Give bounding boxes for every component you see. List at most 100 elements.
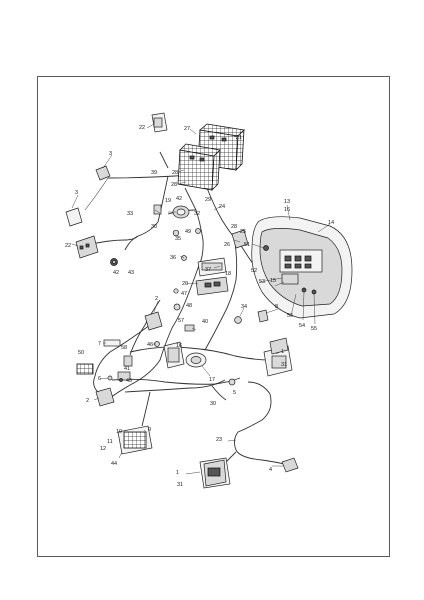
callout-label: 22 [139,125,145,131]
switch-25 [231,229,249,249]
callout-label: 20 [182,281,188,287]
callout-label: 37 [205,267,211,273]
flasher-58 [123,355,133,367]
callout-label: 55 [311,326,317,332]
callout-label: 30 [151,224,157,230]
callout-label: 42 [176,196,182,202]
connector-3-upper [95,165,111,181]
callout-label: 30 [210,401,216,407]
callout-label: 51 [244,242,250,248]
callout-label: 49 [185,229,191,235]
callout-label: 57 [178,318,184,324]
terminal-4 [281,457,299,473]
sensor-8 [257,309,269,323]
connector-6 [107,375,113,381]
callout-label: 5 [233,390,236,396]
fuse-41-45 [117,371,131,382]
grille-50 [76,363,94,375]
motor-controller-1-lower [199,457,231,489]
callout-label: 19 [165,198,171,204]
callout-label: 42 [113,270,119,276]
callout-label: 1 [176,470,179,476]
callout-label: 16 [176,343,182,349]
relay-7 [103,339,121,347]
callout-label: 15 [270,278,276,284]
callout-label: 12 [100,446,106,452]
fuse-box-22-top [151,112,168,133]
fuse-box-22-left [75,235,99,259]
ground-terminal-42-43 [110,258,118,266]
battery-pack-27 [177,143,221,192]
sensor-47 [173,288,179,294]
callout-label: 10 [116,429,122,435]
callout-label: 25 [240,229,246,235]
connector-2-mid [144,311,163,331]
callout-label: 31 [281,362,287,368]
callout-label: 36 [170,255,176,261]
sensor-35 [172,229,180,237]
callout-label: 1 [281,349,284,355]
callout-label: 28 [171,182,177,188]
steering-assembly-17 [185,352,207,368]
callout-numbers: 22 27 21 3 28 39 3 28 42 29 19 24 33 32 … [65,125,334,488]
control-unit-37-18 [197,257,227,277]
callout-label: 4 [269,467,272,473]
callout-label: 58 [121,345,127,351]
callout-label: 11 [107,439,113,445]
callout-label: 16 [284,207,290,213]
callout-label: 6 [98,376,101,382]
callout-label: 47 [181,291,187,297]
sensor-34 [234,316,242,324]
callout-label: 50 [78,350,84,356]
callout-label: 46 [147,342,153,348]
callout-label: 18 [225,271,231,277]
callout-label: 9 [148,427,151,433]
callout-label: 22 [65,243,71,249]
callout-label: 13 [284,199,290,205]
connector-3-lower [65,207,83,227]
callout-label: 35 [175,236,181,242]
callout-label: 31 [177,482,183,488]
callout-label: 2 [155,296,158,302]
dashboard-console [251,216,353,319]
relay-33 [153,204,162,215]
callout-label: 48 [186,303,192,309]
callout-label: 23 [216,437,222,443]
callout-label: 17 [209,377,215,383]
callout-label: 45 [126,378,132,384]
callout-label: 32 [194,211,200,217]
callout-label: 28 [172,170,178,176]
controller-20 [195,276,229,296]
callout-label: 28 [231,224,237,230]
callout-label: 21 [236,135,242,141]
callout-label: 2 [86,398,89,404]
callout-label: 56 [287,313,293,319]
callout-label: 24 [219,204,225,210]
callout-label: 33 [127,211,133,217]
leader-lines [71,123,331,475]
callout-label: 40 [202,319,208,325]
sensor-48 [173,303,181,311]
callout-label: 39 [151,170,157,176]
callout-label: 54 [299,323,305,329]
harness-wires [84,151,285,471]
callout-label: 29 [205,197,211,203]
callout-label: 3 [109,151,112,157]
callout-label: 26 [224,242,230,248]
drawing-frame [37,76,390,557]
callout-label: 3 [75,190,78,196]
instrument-panel-9-10 [117,425,153,455]
connector-57-40 [184,324,195,332]
callout-label: 27 [184,126,190,132]
callout-label: 14 [328,220,334,226]
callout-label: 8 [275,304,278,310]
callout-label: 41 [124,366,130,372]
sensor-49 [195,228,201,234]
callout-label: 7 [98,341,101,347]
callout-label: 52 [251,268,257,274]
callout-label: 53 [259,279,265,285]
callout-label: 43 [128,270,134,276]
connector-2-lower [95,387,115,407]
callout-label: 34 [241,304,247,310]
